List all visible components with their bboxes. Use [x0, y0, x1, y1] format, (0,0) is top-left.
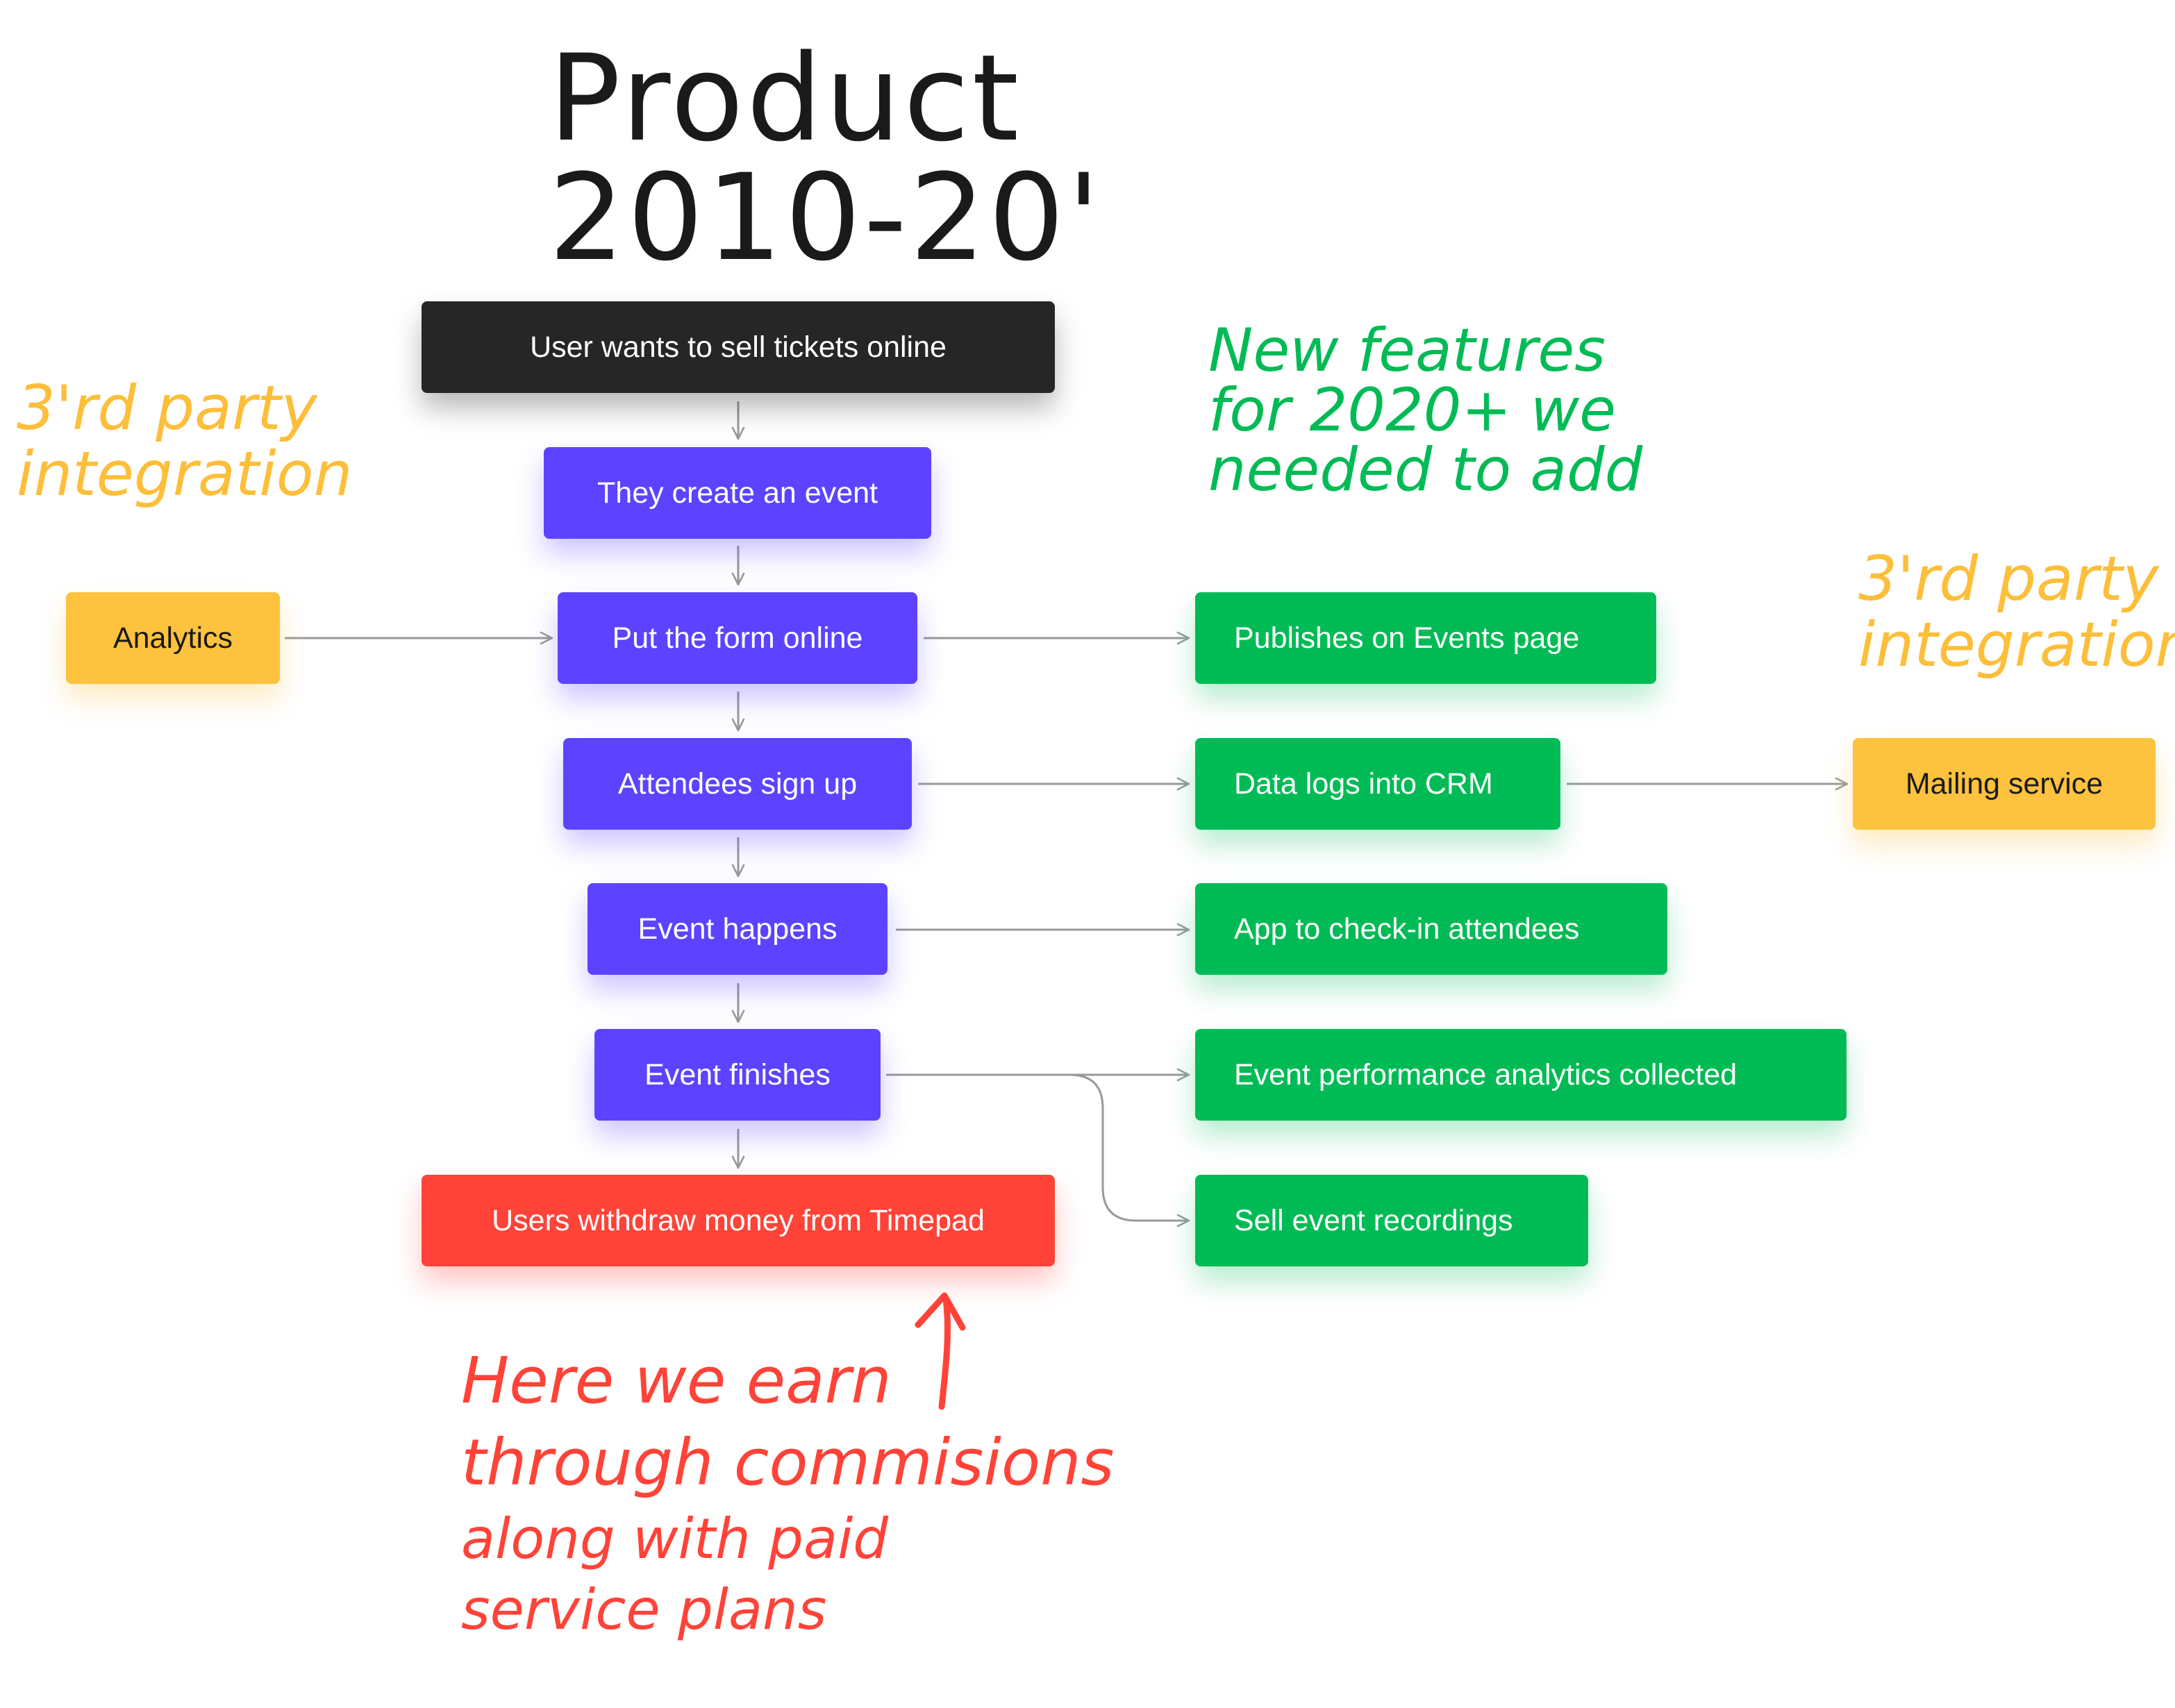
title-line-1: Product — [549, 28, 1022, 168]
note-earnings-line-2: through commisions — [461, 1425, 1115, 1500]
node-form-online: Put the form online — [558, 592, 917, 684]
node-sell-recordings: Sell event recordings — [1195, 1175, 1588, 1266]
earnings-arrow-head — [915, 1292, 966, 1331]
node-mailing-service: Mailing service — [1853, 738, 2156, 830]
node-create-event: They create an event — [544, 447, 931, 539]
node-data-logs-crm: Data logs into CRM — [1195, 738, 1560, 830]
node-performance-analytics: Event performance analytics collected — [1195, 1029, 1847, 1121]
node-check-in-app: App to check-in attendees — [1195, 883, 1667, 975]
note-third-party-left-line-2: integration — [17, 438, 353, 510]
connector-finishes-to-recordings — [1069, 1073, 1190, 1228]
title-line-2: 2010-20' — [549, 148, 1103, 287]
node-analytics-integration: Analytics — [66, 592, 280, 684]
note-earnings-line-3: along with paid — [461, 1506, 889, 1571]
note-third-party-right: 3'rd party integration — [1858, 546, 2175, 678]
note-earnings: Here we earn through commisions along wi… — [461, 1340, 1114, 1646]
note-new-features-line-3: needed to add — [1208, 435, 1643, 505]
note-third-party-right-line-2: integration — [1858, 609, 2175, 681]
note-new-features-line-2: for 2020+ we — [1208, 376, 1617, 445]
note-third-party-right-line-1: 3'rd party — [1858, 543, 2159, 614]
node-event-happens: Event happens — [588, 883, 888, 975]
earnings-arrow — [938, 1295, 951, 1410]
page-title: Product 2010-20' — [549, 39, 1103, 278]
node-attendees-sign-up: Attendees sign up — [563, 738, 912, 830]
node-withdraw-money: Users withdraw money from Timepad — [422, 1175, 1055, 1266]
node-event-finishes: Event finishes — [594, 1029, 881, 1121]
note-earnings-line-1: Here we earn — [461, 1343, 892, 1418]
note-third-party-left: 3'rd party integration — [17, 375, 352, 507]
note-third-party-left-line-1: 3'rd party — [17, 372, 317, 444]
note-earnings-line-4: service plans — [461, 1577, 827, 1642]
note-new-features: New features for 2020+ we needed to add — [1208, 321, 1642, 500]
node-publishes-events-page: Publishes on Events page — [1195, 592, 1656, 684]
node-start: User wants to sell tickets online — [422, 301, 1055, 393]
note-new-features-line-1: New features — [1208, 316, 1606, 385]
